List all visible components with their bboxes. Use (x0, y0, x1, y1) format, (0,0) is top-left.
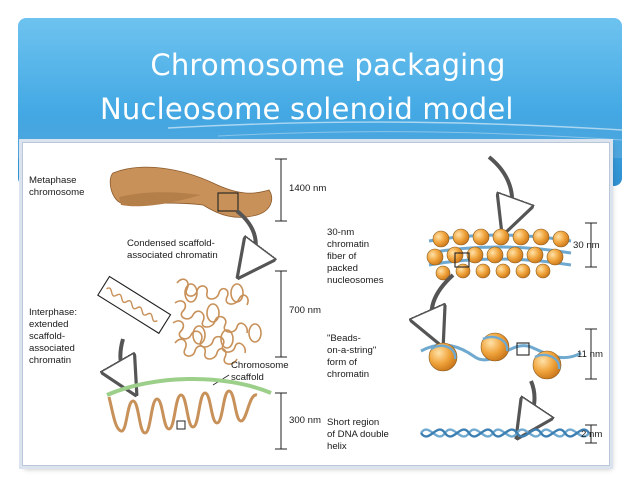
label-metaphase-2: chromosome (29, 187, 84, 198)
beads-on-a-string (420, 332, 582, 380)
label-scaffold-2: scaffold (231, 372, 264, 383)
arrow-to-double-helix (527, 380, 534, 423)
label-interphase-4: associated (29, 343, 75, 354)
label-condensed-1: Condensed scaffold- (127, 238, 215, 249)
label-beads-2: on-a-string" (327, 345, 376, 356)
label-fiber-3: fiber of (327, 251, 357, 262)
label-beads-4: chromatin (327, 369, 369, 380)
slide-title-line-2: Nucleosome solenoid model (100, 92, 514, 126)
metaphase-chromosome (109, 166, 273, 218)
zoom-box-metaphase (217, 192, 239, 212)
label-helix-2: of DNA double (327, 429, 389, 440)
label-beads-3: form of (327, 357, 357, 368)
dimension-300 (275, 392, 287, 450)
arrow-to-30nm-fiber (487, 155, 512, 217)
label-fiber-2: chromatin (327, 239, 369, 250)
label-beads-1: "Beads- (327, 333, 361, 344)
zoom-box-interphase (97, 275, 172, 335)
label-30nm: 30 nm (573, 240, 600, 251)
extended-chromatin-on-scaffold (106, 377, 272, 435)
banner-swoosh-decoration (167, 121, 622, 141)
label-interphase-3: scaffold- (29, 331, 65, 342)
label-11nm: 11 nm (577, 349, 603, 360)
label-interphase-2: extended (29, 319, 68, 330)
dimension-11 (585, 328, 597, 380)
label-1400nm: 1400 nm (289, 183, 326, 194)
label-helix-3: helix (327, 441, 347, 452)
label-interphase-5: chromatin (29, 355, 71, 366)
dimension-30 (585, 222, 597, 268)
label-interphase-1: Interphase: (29, 307, 77, 318)
slide-title-line-1: Chromosome packaging (150, 48, 506, 82)
dimension-1400 (275, 158, 287, 222)
label-700nm: 700 nm (289, 305, 321, 316)
label-metaphase-1: Metaphase (29, 175, 76, 186)
label-fiber-5: nucleosomes (327, 275, 384, 286)
label-2nm: 2 nm (581, 429, 602, 440)
label-300nm: 300 nm (289, 415, 321, 426)
title-banner: Chromosome packaging Nucleosome solenoid… (18, 18, 622, 186)
chromatin-packaging-figure: Metaphase chromosome 1400 nm Condensed s… (22, 142, 610, 466)
label-helix-1: Short region (327, 417, 379, 428)
arrow-to-beads (432, 273, 455, 329)
condensed-chromatin-loops (172, 278, 262, 365)
packaging-diagram: Metaphase chromosome 1400 nm Condensed s… (29, 155, 603, 452)
label-fiber-4: packed (327, 263, 358, 274)
label-scaffold-1: Chromosome (231, 360, 289, 371)
solenoid-fiber (426, 228, 572, 281)
arrow-to-scaffold (120, 338, 127, 379)
label-fiber-1: 30-nm (327, 227, 354, 238)
dimension-2 (585, 424, 597, 444)
label-condensed-2: associated chromatin (127, 250, 218, 261)
dimension-700 (275, 270, 287, 358)
dna-double-helix (420, 428, 590, 438)
arrow-to-condensed (237, 209, 256, 263)
